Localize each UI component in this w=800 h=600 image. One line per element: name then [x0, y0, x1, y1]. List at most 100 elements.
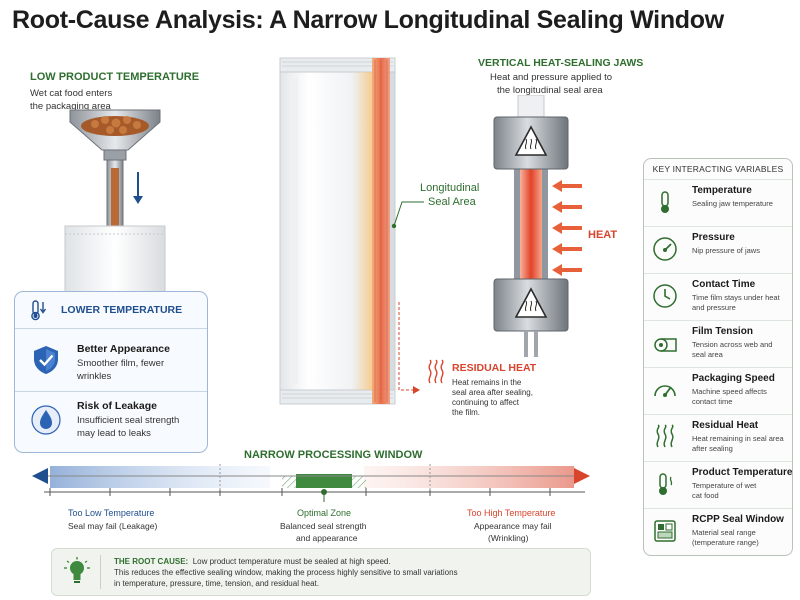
residual-heat-heading: RESIDUAL HEAT [452, 362, 537, 374]
residual-text-3: continuing to affect [452, 398, 520, 407]
variable-desc-line-2: contact time [692, 397, 733, 406]
optimal-desc-1: Balanced seal strength [280, 521, 367, 531]
optimal-zone [296, 474, 352, 488]
better-appearance-title: Better Appearance [77, 343, 170, 355]
too-low-desc: Seal may fail (Leakage) [68, 521, 158, 531]
lower-temp-heading: LOWER TEMPERATURE [61, 304, 183, 316]
leakage-risk-text-1: Insufficient seal strength [77, 415, 180, 426]
variable-name: Residual Heat [692, 420, 759, 431]
variable-description: Material seal range(temperature range) [692, 528, 788, 548]
variable-name: Pressure [692, 232, 735, 243]
variable-desc-line-2: after sealing [692, 444, 733, 453]
variable-desc-line-2: and pressure [692, 303, 736, 312]
page-title: Root-Cause Analysis: A Narrow Longitudin… [12, 6, 724, 34]
shield-check-icon [34, 346, 58, 374]
root-cause-text: THE ROOT CAUSE: Low product temperature … [114, 556, 584, 589]
pouch-illustration [279, 57, 396, 405]
hopper-illustration [64, 109, 166, 293]
variable-desc-line-1: Nip pressure of jaws [692, 246, 760, 255]
variable-name: Contact Time [692, 279, 756, 290]
root-cause-line-3: in temperature, pressure, time, tension,… [114, 579, 319, 588]
variable-desc-line-1: Tension across web and [692, 340, 773, 349]
too-high-desc-1: Appearance may fail [474, 521, 552, 531]
gauge-icon [653, 237, 677, 261]
key-variables-heading: KEY INTERACTING VARIABLES [652, 164, 784, 174]
better-appearance-text-2: wrinkles [77, 371, 112, 382]
window-heading: NARROW PROCESSING WINDOW [244, 449, 423, 461]
seal-window-icon [654, 520, 676, 542]
lightbulb-icon [64, 557, 90, 583]
residual-text-4: the film. [452, 408, 481, 417]
low-temp-heading: LOW PRODUCT TEMPERATURE [30, 71, 200, 83]
root-divider [100, 555, 101, 589]
variable-desc-line-1: Machine speed affects [692, 387, 767, 396]
processing-window-bar [32, 464, 590, 502]
variable-desc-line-1: Temperature of wet [692, 481, 757, 490]
variable-desc-line-1: Material seal range [692, 528, 756, 537]
optimal-desc-2: and appearance [296, 533, 358, 543]
seal-area-leader-line [391, 201, 424, 229]
too-high-title: Too High Temperature [467, 508, 556, 518]
variable-desc-line-1: Sealing jaw temperature [692, 199, 773, 208]
variable-desc-line-1: Time film stays under heat [692, 293, 780, 302]
heat-waves-icon [656, 424, 674, 448]
seal-area-label-1: Longitudinal [420, 182, 480, 194]
residual-text-1: Heat remains in the [452, 378, 522, 387]
variable-name: Film Tension [692, 326, 753, 337]
heat-label: HEAT [588, 229, 618, 241]
water-drop-icon [31, 405, 61, 435]
lower-temperature-panel: LOWER TEMPERATURE Better Appearance Smoo… [14, 291, 208, 453]
too-low-title: Too Low Temperature [68, 508, 155, 518]
low-temp-text-2: the packaging area [30, 101, 111, 112]
speedometer-icon [654, 385, 676, 397]
root-cause-label: THE ROOT CAUSE: [114, 557, 189, 566]
root-cause-line-1: Low product temperature must be sealed a… [192, 557, 391, 566]
residual-heat-text: Heat remains in the seal area after seal… [452, 378, 533, 418]
heat-arrows-icon [552, 180, 582, 276]
heat-waves-icon [428, 359, 444, 384]
lower-temp-header: LOWER TEMPERATURE [15, 292, 207, 329]
better-appearance-row: Better Appearance Smoother film, fewer w… [15, 329, 207, 392]
too-low-zone [50, 466, 270, 488]
variable-name: Packaging Speed [692, 373, 775, 384]
variable-name: Temperature [692, 185, 752, 196]
residual-heat-leader [398, 302, 420, 394]
variable-desc-line-2: seal area [692, 350, 723, 359]
variable-desc-line-2: cat food [692, 491, 719, 500]
better-appearance-text-1: Smoother film, fewer [77, 358, 165, 369]
jaws-text-1: Heat and pressure applied to [490, 72, 612, 83]
jaws-heading: VERTICAL HEAT-SEALING JAWS [478, 57, 644, 69]
clock-icon [653, 284, 677, 308]
variable-name: RCPP Seal Window [692, 514, 784, 525]
leakage-risk-title: Risk of Leakage [77, 400, 157, 412]
root-cause-box: THE ROOT CAUSE: Low product temperature … [51, 548, 591, 596]
variable-name: Product Temperature [692, 467, 793, 478]
variable-desc-line-1: Heat remaining in seal area [692, 434, 784, 443]
low-temp-text-1: Wet cat food enters [30, 88, 113, 99]
product-thermometer-icon [659, 473, 673, 495]
leakage-risk-text-2: may lead to leaks [77, 428, 151, 439]
optimal-title: Optimal Zone [297, 508, 352, 518]
too-high-zone [364, 466, 574, 488]
thermometer-down-icon [31, 300, 47, 321]
variable-description: Nip pressure of jaws [692, 246, 788, 256]
too-high-desc-2: (Wrinkling) [488, 533, 529, 543]
variable-description: Sealing jaw temperature [692, 199, 788, 209]
thermometer-icon [661, 191, 669, 213]
variable-desc-line-2: (temperature range) [692, 538, 759, 547]
root-cause-line-2: This reduces the effective sealing windo… [114, 568, 458, 577]
film-roll-icon [654, 338, 677, 352]
leakage-risk-row: Risk of Leakage Insufficient seal streng… [15, 392, 207, 452]
sealing-jaws-illustration [493, 95, 569, 357]
